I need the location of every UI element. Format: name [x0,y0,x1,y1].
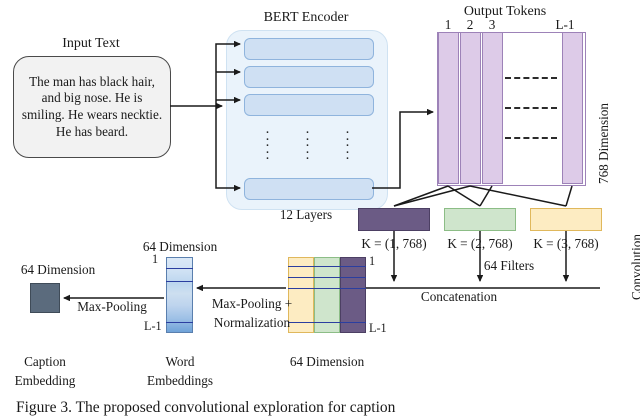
concat-column-purple [340,257,366,333]
token-ellipsis-dash [505,107,557,109]
token-index-3: 3 [488,17,496,32]
output-tokens-title: Output Tokens [463,4,547,19]
conv-filter-block-k2 [444,208,516,231]
word-embeddings-row-bottom-label: L-1 [144,319,162,333]
bert-layer-bar [244,178,374,200]
token-ellipsis-dash [505,77,557,79]
concat-row-top-label: 1 [369,254,376,268]
caption-embedding-title-line1: Caption [24,354,66,369]
concat-row-bottom-label: L-1 [369,321,387,335]
word-embeddings-title-line1: Word [165,354,195,369]
output-token-column [438,32,459,184]
output-token-column [460,32,481,184]
kernel-label-1: K = (1, 768) [361,236,427,251]
bert-encoder-title: BERT Encoder [263,10,349,25]
input-text-title: Input Text [62,36,120,51]
word-embeddings-bar [166,257,193,333]
bert-vertical-dots: ····· [345,125,350,167]
bert-vertical-dots: ····· [265,125,270,167]
token-index-2: 2 [466,17,474,32]
output-token-column [562,32,583,184]
bert-layer-bar [244,66,374,88]
concat-column-yellow [288,257,314,333]
concat-row-divider [288,277,366,278]
bert-vertical-dots: ····· [305,125,310,167]
caption-embedding-square [30,283,60,313]
token-ellipsis-dash [505,137,557,139]
convolution-vertical-label: Convolution [629,234,640,300]
maxpool-normalization-label-line1: Max-Pooling + [211,296,293,311]
kernel-label-2: K = (2, 768) [447,236,513,251]
bert-layer-bar [244,38,374,60]
output-token-column [482,32,503,184]
word-embeddings-dimension-label: 64 Dimension [142,239,218,254]
kernel-label-3: K = (3, 768) [533,236,599,251]
word-embedding-divider [166,268,193,269]
maxpooling-label: Max-Pooling [77,299,147,314]
conv-filter-block-k3 [530,208,602,231]
word-embedding-divider [166,322,193,323]
token-dimension-label: 768 Dimension [596,103,611,184]
concat-dimension-label: 64 Dimension [289,354,365,369]
conv-filter-block-k1 [358,208,430,231]
word-embeddings-row-top-label: 1 [152,252,159,266]
bert-layers-label: 12 Layers [279,207,333,222]
input-text-content: The man has black hair, and big nose. He… [21,73,163,139]
word-embeddings-title-line2: Embeddings [147,373,213,388]
token-index-last: L-1 [555,17,575,32]
concat-row-divider [288,266,366,267]
concat-row-divider [288,288,366,289]
figure-caption: Figure 3. The proposed convolutional exp… [16,399,396,416]
concatenation-label: Concatenation [420,289,498,304]
concatenation-stack [288,257,366,333]
caption-embedding-title-line2: Embedding [14,373,76,388]
token-index-1: 1 [444,17,452,32]
filters-count-label: 64 Filters [483,258,535,273]
concat-row-divider [288,322,366,323]
caption-embedding-dimension-label: 64 Dimension [20,262,96,277]
word-embedding-divider [166,281,193,282]
concat-column-green [314,257,340,333]
maxpool-normalization-label-line2: Normalization [213,315,291,330]
input-text-box: The man has black hair, and big nose. He… [13,56,171,158]
bert-layer-bar [244,94,374,116]
